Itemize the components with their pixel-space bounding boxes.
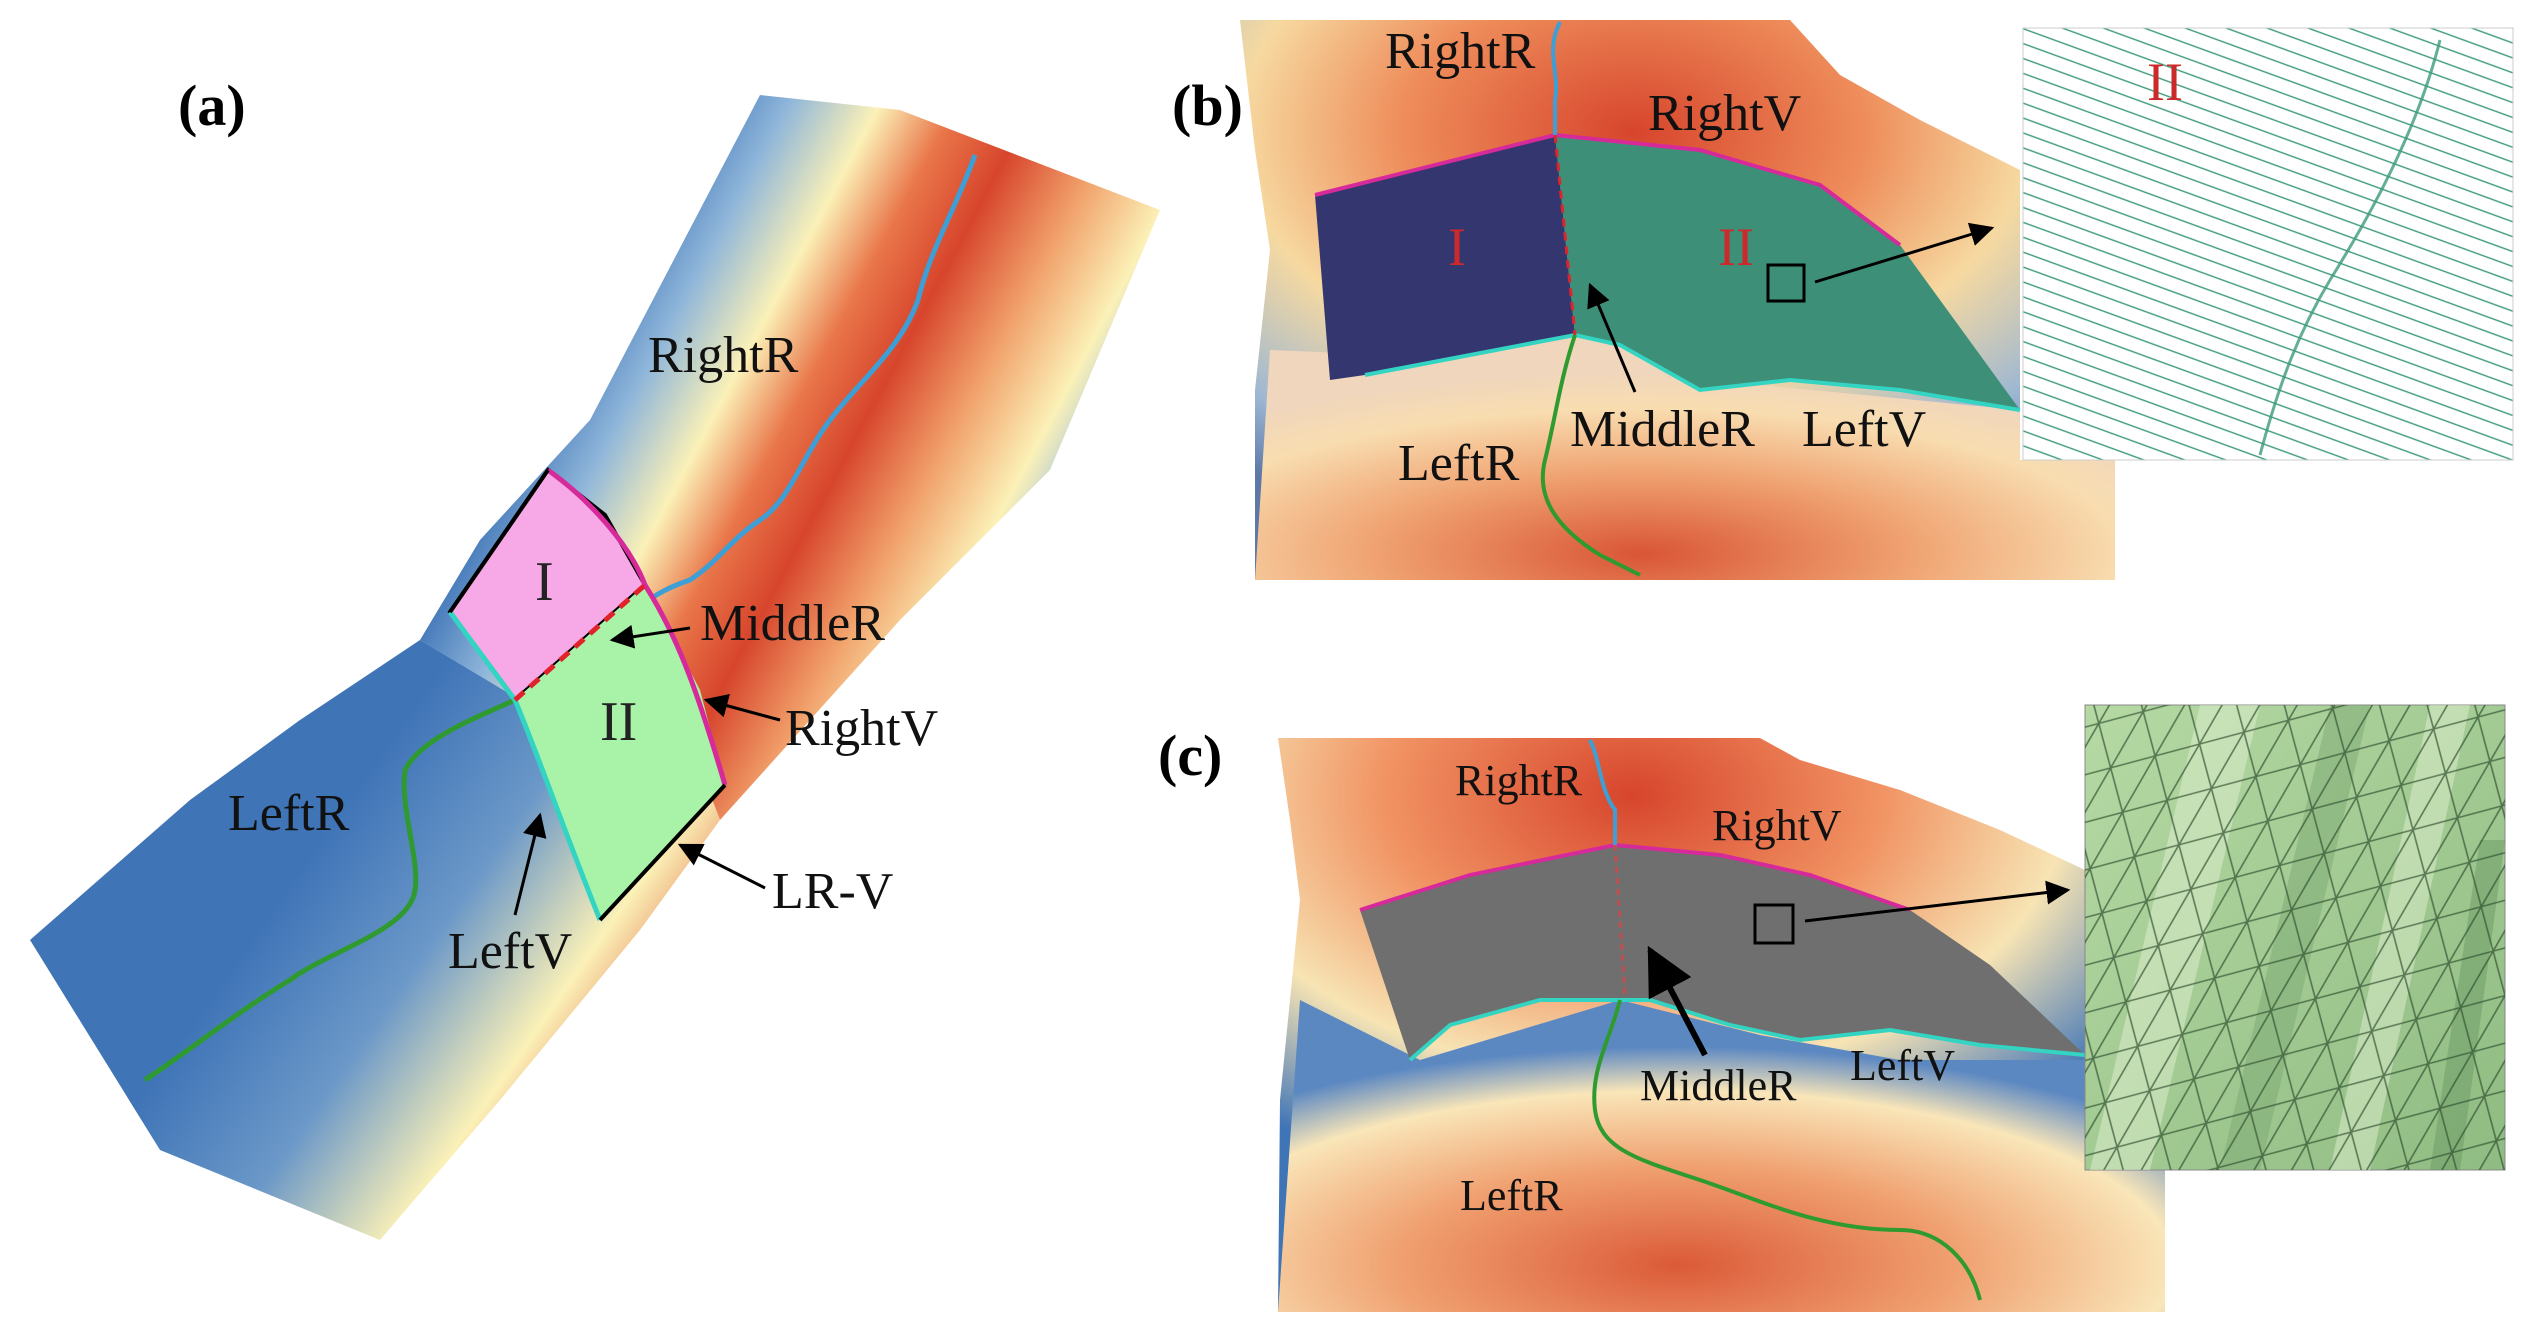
right-valley-label: RightV — [785, 700, 938, 757]
zone-one-right-valley — [546, 467, 648, 586]
arrow-right-valley — [703, 694, 781, 722]
b-left-ridge-label: LeftR — [1398, 435, 1520, 492]
b-right-valley-label: RightV — [1648, 85, 1801, 142]
c-inset-triangles — [2085, 705, 2505, 1170]
b-right-valley-line — [1314, 132, 1902, 247]
b-zone-one-label: I — [1448, 217, 1466, 277]
arrow-lr-v — [677, 843, 766, 890]
c-left-valley-label: LeftV — [1850, 1041, 1955, 1090]
zone-two-label: II — [600, 691, 637, 753]
panel-c: (c) RightR RightV MiddleR LeftV LeftR — [1158, 704, 2506, 1312]
dem-c-lower — [1278, 1000, 2165, 1312]
b-zone-two-label: II — [1718, 217, 1754, 277]
c-left-valley-line — [1408, 998, 2086, 1062]
arrow-middle-ridge — [609, 624, 691, 649]
dem-band-upper — [420, 95, 1160, 820]
left-valley-label: LeftV — [448, 923, 572, 980]
b-middle-ridge-label: MiddleR — [1570, 401, 1755, 458]
c-middle-ridge-line — [1613, 844, 1627, 996]
lr-v-boundary — [598, 783, 727, 922]
c-left-ridge-label: LeftR — [1460, 1171, 1563, 1220]
b-right-ridge-label: RightR — [1385, 23, 1536, 80]
c-right-ridge-label: RightR — [1455, 756, 1583, 805]
b-zoom-box — [1766, 263, 1806, 303]
c-right-valley-line — [1359, 842, 1911, 912]
c-zoom-arrow — [1804, 880, 2071, 923]
panel-a: (a) I II RightR LeftR MiddleR RightV Lef… — [30, 73, 1160, 1240]
b-right-ridge-line — [1551, 21, 1562, 135]
dem-b-lower — [1255, 320, 2115, 580]
zone-one-top-boundary — [448, 468, 550, 614]
left-ridge-label: LeftR — [228, 785, 350, 842]
b-zone-one-surface — [1315, 135, 1575, 380]
zone-one-label: I — [535, 551, 554, 613]
b-inset-zone-label: II — [2147, 52, 2183, 112]
panel-a-tag: (a) — [178, 73, 246, 138]
c-right-ridge-line — [1588, 739, 1617, 845]
right-ridge-label: RightR — [648, 327, 799, 384]
middle-ridge-dashed — [513, 583, 647, 702]
panel-c-tag: (c) — [1158, 723, 1222, 788]
c-right-valley-label: RightV — [1712, 801, 1842, 850]
b-zoom-arrow — [1814, 222, 1995, 284]
zone-two-right-valley — [642, 583, 728, 786]
c-zoom-box — [1753, 903, 1795, 945]
left-ridge-line — [143, 697, 517, 1083]
c-mesh-surface — [1360, 845, 2085, 1060]
middle-ridge-label: MiddleR — [700, 595, 885, 652]
b-inset-ridge — [2258, 39, 2442, 456]
zone-two-left-valley — [512, 699, 603, 921]
arrow-left-valley — [513, 812, 547, 916]
b-middle-ridge-line — [1553, 134, 1577, 336]
panel-b: (b) II RightR RightV I II MiddleR LeftV … — [1172, 20, 2514, 580]
panel-b-tag: (b) — [1172, 73, 1243, 138]
c-arrow-middle-ridge — [1647, 945, 1708, 1057]
b-inset-mesh — [2022, 27, 2514, 461]
c-middle-ridge-label: MiddleR — [1640, 1061, 1797, 1110]
b-arrow-middle-ridge — [1587, 282, 1637, 393]
zone-one-left-valley — [447, 610, 518, 702]
b-left-ridge-line — [1540, 334, 1641, 577]
c-left-ridge-line — [1592, 999, 1982, 1301]
b-left-valley-label: LeftV — [1802, 401, 1926, 458]
right-ridge-line — [638, 154, 978, 608]
lr-v-label: LR-V — [772, 863, 893, 920]
zone-two-polygon — [515, 585, 725, 920]
b-zone-two-surface — [1555, 135, 2020, 410]
